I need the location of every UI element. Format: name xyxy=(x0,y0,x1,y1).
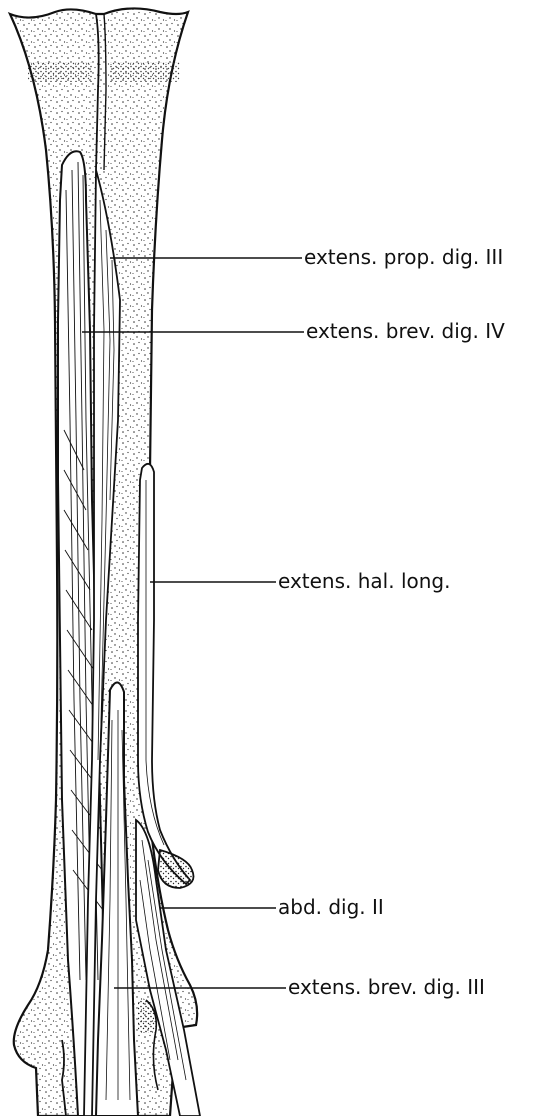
label-extens-prop-dig-iii: extens. prop. dig. III xyxy=(304,246,503,268)
label-extens-brev-dig-iv: extens. brev. dig. IV xyxy=(306,320,505,342)
label-extens-hal-long: extens. hal. long. xyxy=(278,570,450,592)
label-abd-dig-ii: abd. dig. II xyxy=(278,896,384,918)
dense-stipple-band-right xyxy=(110,62,180,82)
dense-stipple-band-left xyxy=(28,62,92,82)
sesamoid-bulb xyxy=(158,850,194,888)
label-extens-brev-dig-iii: extens. brev. dig. III xyxy=(288,976,485,998)
